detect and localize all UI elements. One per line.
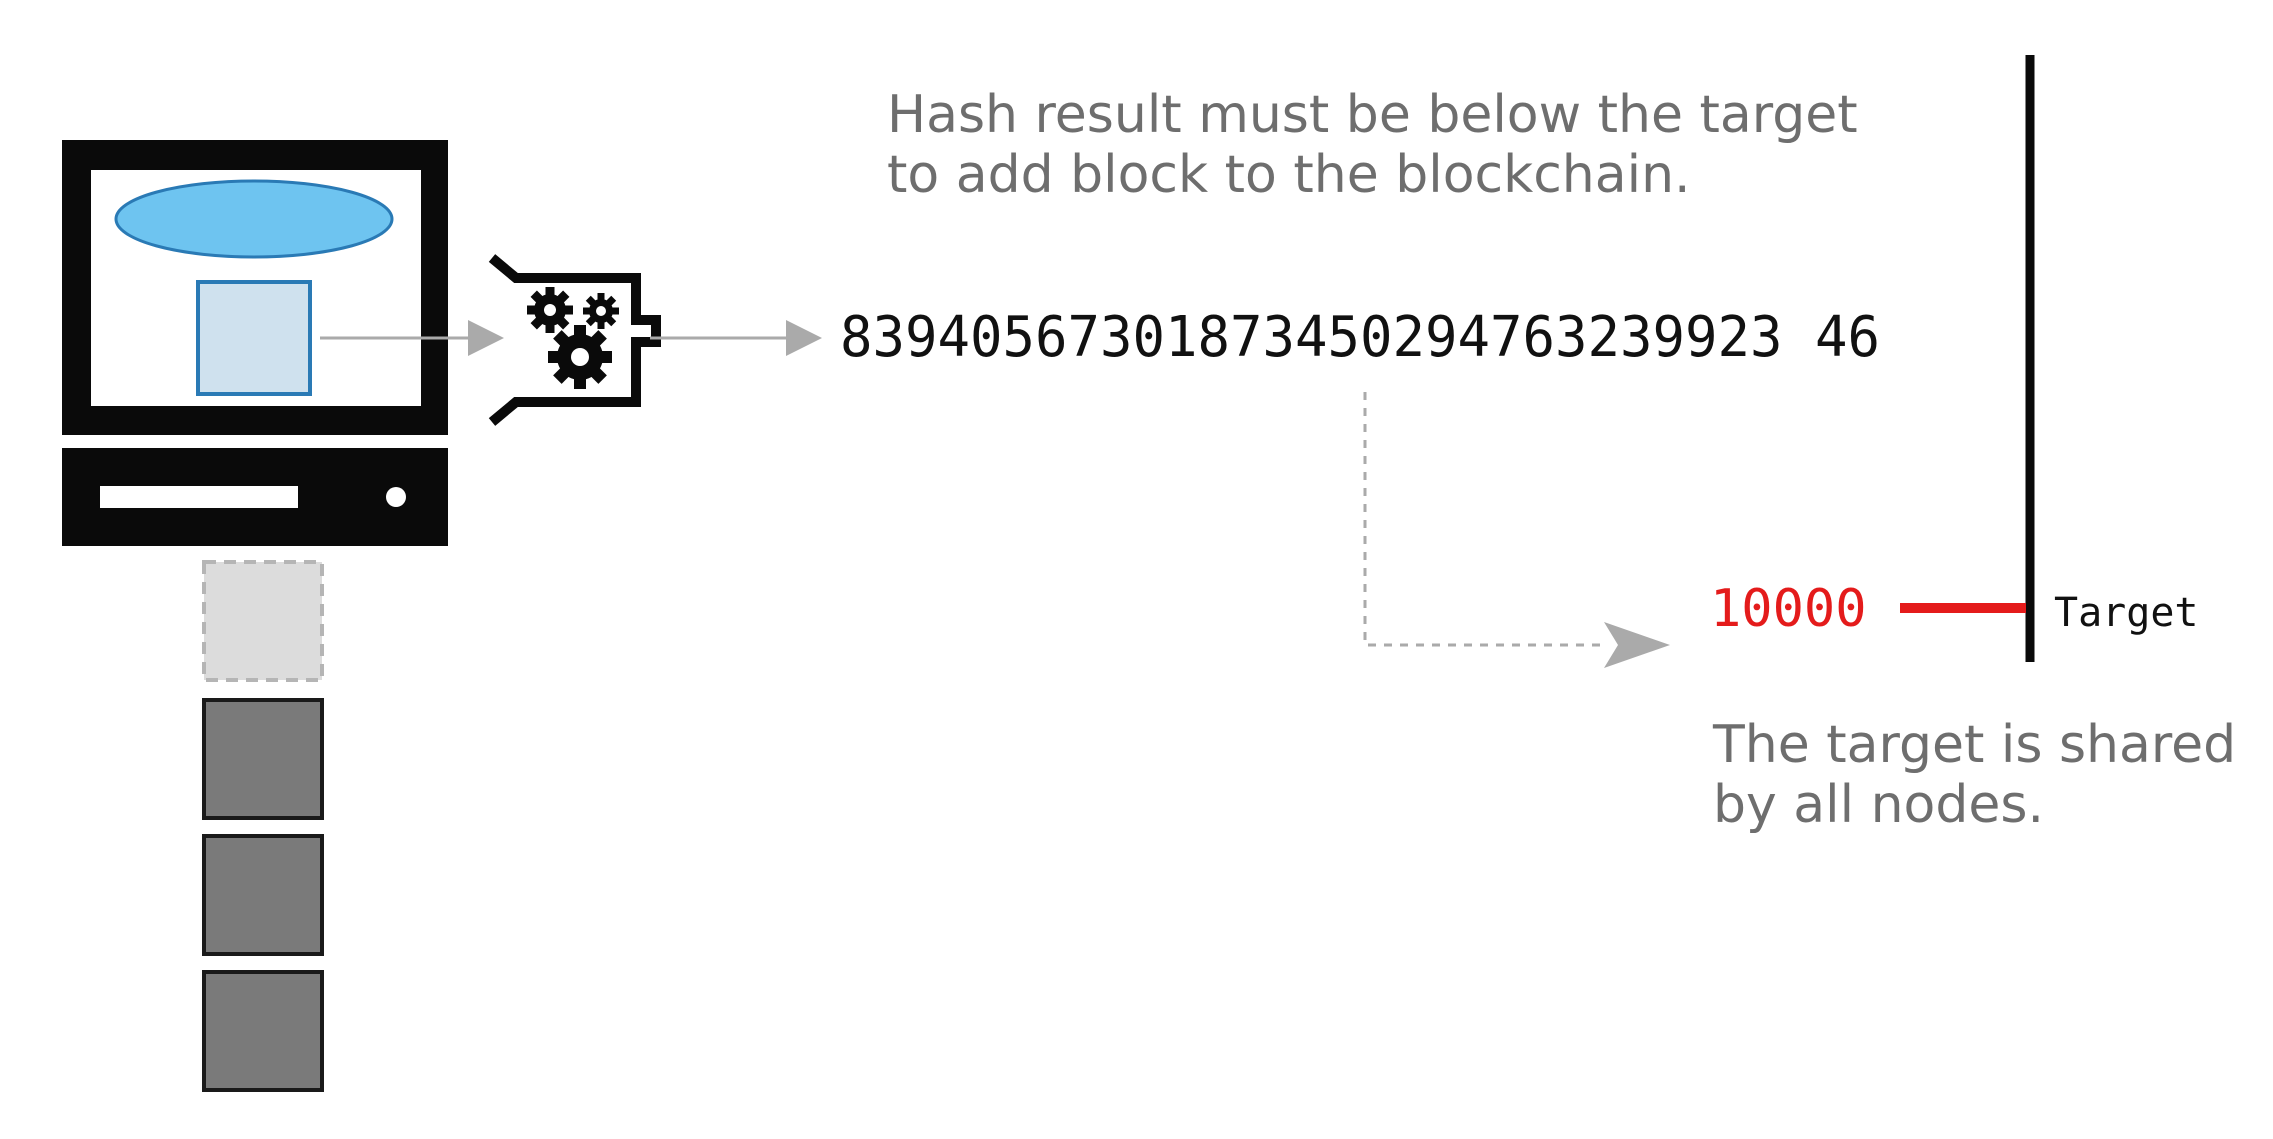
gear-small <box>583 293 619 329</box>
target-value: 10000 <box>1710 579 1867 639</box>
block-header-oval <box>114 179 394 259</box>
hash-rule-note-line1: Hash result must be below the target <box>887 85 1858 145</box>
hash-to-result-arrow <box>650 320 822 356</box>
target-scale: 10000 Target <box>1710 55 2199 662</box>
chain-block <box>202 698 324 820</box>
shared-target-note-line2: by all nodes. <box>1713 775 2044 835</box>
hash-rule-note-line2: to add block to the blockchain. <box>887 145 1691 205</box>
chain-block <box>202 834 324 956</box>
compare-arrow <box>1363 392 1670 668</box>
computer-icon <box>62 140 448 546</box>
shared-target-note-line1: The target is shared <box>1712 715 2236 775</box>
gear-large <box>548 325 612 389</box>
power-light <box>386 487 406 507</box>
blockchain <box>202 560 324 1092</box>
chain-block <box>202 970 324 1092</box>
hash-result: 83940567301873450294763239923 46 <box>840 305 1880 370</box>
disk-drive-slot <box>100 486 298 508</box>
block-data-square <box>196 280 312 396</box>
gears-icon <box>488 254 661 426</box>
target-label: Target <box>2054 590 2199 636</box>
pending-block <box>202 560 324 682</box>
gear-medium <box>527 287 573 333</box>
data-to-hash-arrow <box>320 320 504 356</box>
